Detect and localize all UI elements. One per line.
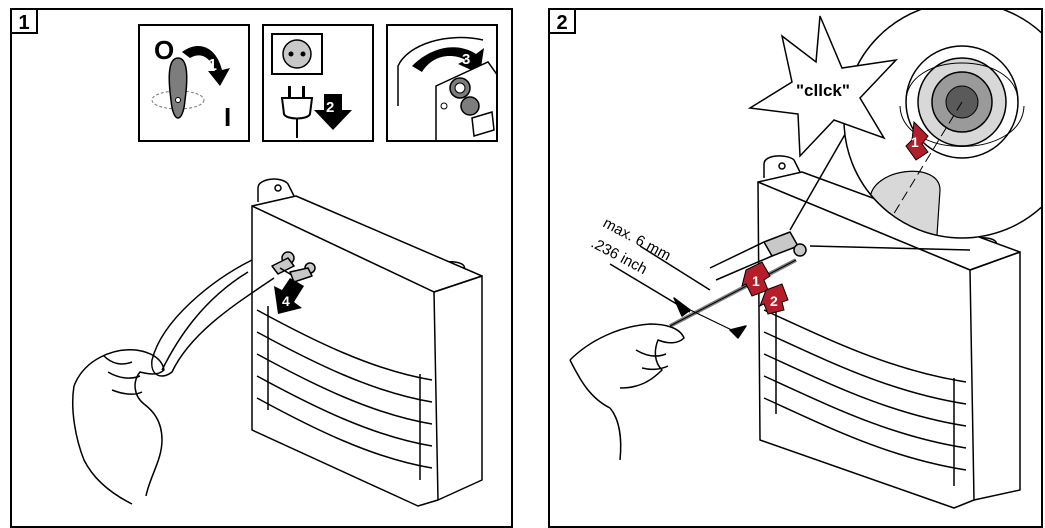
down-arrow-icon <box>314 94 352 130</box>
panel-number-2: 2 <box>550 10 576 34</box>
icon-step-3-label: 3 <box>462 51 470 68</box>
unplug-box: 2 <box>262 24 374 142</box>
step-panel-1: 1 1 O I 2 3 <box>10 8 513 528</box>
step-panel-2: 2 <box>548 8 1043 528</box>
zoom-step-marker: 1 <box>905 120 929 161</box>
switch-off-label: O <box>154 35 174 65</box>
plug-icon <box>280 97 314 120</box>
svg-text:1: 1 <box>911 134 919 150</box>
rotate-arrow-icon <box>182 46 230 86</box>
power-switch-box: 1 O I <box>138 24 250 142</box>
device-illustration-2: "cllck" 1 1 2 max. 6 mm .236 inch <box>569 10 1041 509</box>
click-starburst <box>747 15 899 158</box>
insert-arrow-icon <box>274 278 304 314</box>
switch-on-label: I <box>224 102 231 132</box>
click-callout: "cllck" <box>796 81 850 100</box>
curved-arrow-icon <box>412 47 484 74</box>
svg-text:1: 1 <box>752 273 760 289</box>
svg-text:2: 2 <box>770 293 778 309</box>
zoom-detail <box>844 10 1041 238</box>
icon-step-2-label: 2 <box>326 99 334 116</box>
device-illustration-1: 4 <box>71 178 483 507</box>
switch-knob-icon <box>168 57 188 119</box>
main-step-4-label: 4 <box>282 293 290 309</box>
open-cover-box: 3 <box>386 24 498 142</box>
step-2-marker: 2 <box>759 283 789 315</box>
panel-number-1: 1 <box>12 10 38 34</box>
icon-step-1-label: 1 <box>208 57 217 74</box>
